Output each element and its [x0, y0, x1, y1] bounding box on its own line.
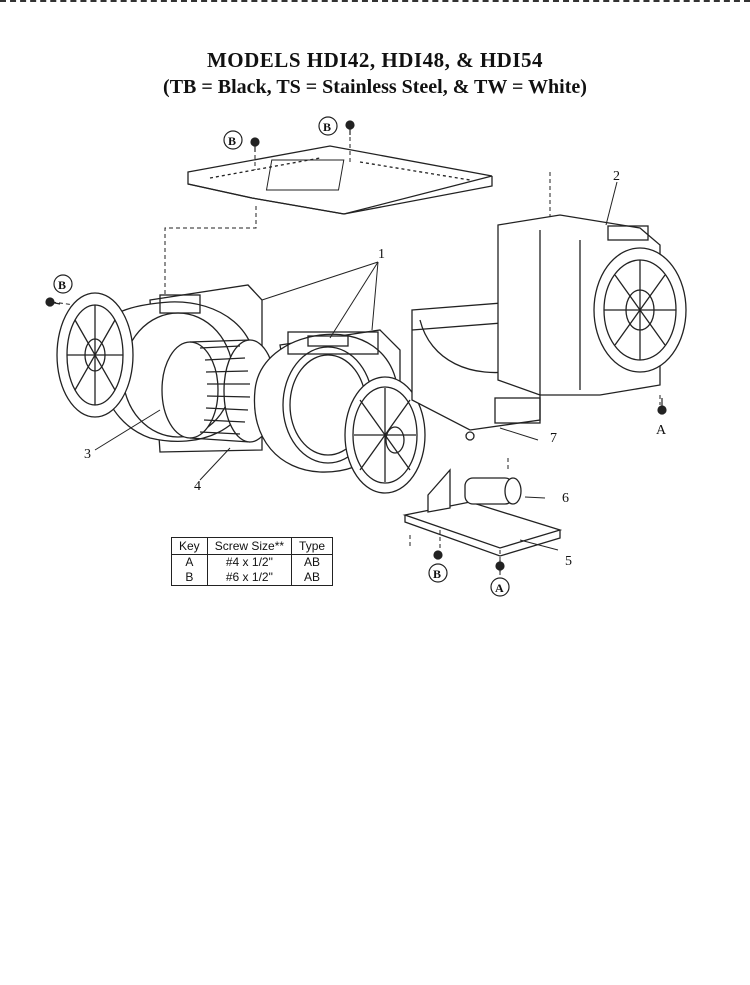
- cell-key: A: [171, 554, 208, 570]
- callout-part-3: 3: [84, 447, 91, 462]
- cell-type: AB: [291, 570, 334, 586]
- scan-edge-line: [0, 0, 750, 5]
- callout-part-7: 7: [550, 431, 557, 446]
- capacitor: [464, 477, 522, 505]
- screw-key-a-bottom: A: [495, 581, 504, 595]
- screw-key-a-right: A: [656, 423, 667, 438]
- blower-wheel: [161, 339, 277, 443]
- diagram-title: MODELS HDI42, HDI48, & HDI54: [206, 48, 544, 72]
- top-mounting-plate: [187, 145, 493, 215]
- callout-part-4: 4: [194, 479, 201, 494]
- diagram-subtitle: (TB = Black, TS = Stainless Steel, & TW …: [163, 76, 587, 98]
- screw-key-b-top-left: B: [228, 134, 236, 148]
- cell-size: #4 x 1/2": [206, 554, 293, 570]
- right-blower-housing: [497, 214, 687, 396]
- left-inlet-cover: [56, 292, 134, 418]
- callout-part-6: 6: [562, 491, 569, 506]
- table-row: B #6 x 1/2" AB: [171, 570, 334, 586]
- screw-key-b-top-right: B: [323, 120, 331, 134]
- callout-part-5: 5: [565, 554, 572, 569]
- screw-key-b-bottom: B: [433, 567, 441, 581]
- table-row: A #4 x 1/2" AB: [171, 554, 334, 570]
- screw-size-table: Key Screw Size** Type A #4 x 1/2" AB B #…: [171, 537, 334, 586]
- screws: [45, 120, 667, 572]
- cell-key: B: [171, 570, 208, 586]
- callout-part-1: 1: [378, 247, 385, 262]
- center-inlet-cover: [344, 376, 426, 494]
- screw-key-b-left: B: [58, 278, 66, 292]
- cell-type: AB: [291, 554, 334, 570]
- header-key: Key: [171, 537, 208, 555]
- callout-part-2: 2: [613, 169, 620, 184]
- cell-size: #6 x 1/2": [206, 570, 293, 586]
- bottom-mounting-bracket: [402, 468, 563, 557]
- screw-table-header-row: Key Screw Size** Type: [171, 537, 334, 555]
- header-type: Type: [291, 537, 334, 555]
- leader-lines: [94, 181, 618, 551]
- header-screw-size: Screw Size**: [206, 537, 293, 555]
